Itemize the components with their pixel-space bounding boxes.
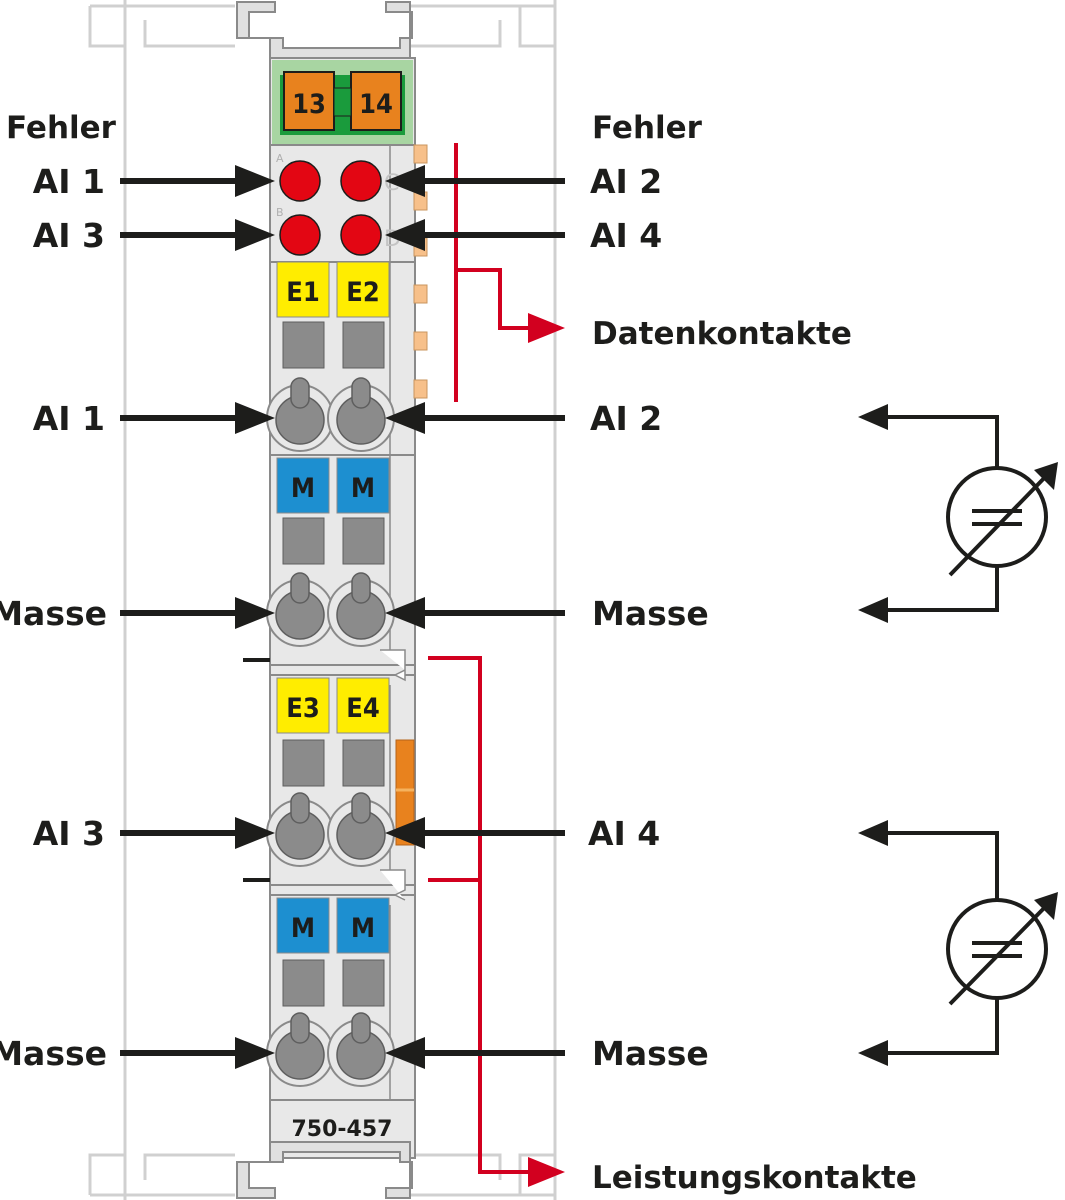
- led-letter-a: A: [276, 152, 284, 165]
- fuse-e4: [336, 677, 390, 734]
- terminal-13: [283, 71, 335, 131]
- fuse-e2: [336, 261, 390, 318]
- power-contact: [395, 739, 415, 846]
- ground-m1: [276, 457, 330, 514]
- label-fehler-right: Fehler: [592, 110, 703, 146]
- ground-m3: [276, 897, 330, 954]
- label-masse-left-2: Masse: [0, 1034, 107, 1073]
- label-masse-left-1: Masse: [0, 594, 107, 633]
- model-number: 750-457: [292, 1117, 393, 1142]
- led-ai3: [279, 214, 321, 256]
- fuse-e2-label: E2: [346, 277, 380, 308]
- label-led-ai1: AI 1: [33, 162, 105, 201]
- label-conn-ai1: AI 1: [33, 399, 105, 438]
- terminal-14: [350, 71, 402, 131]
- left-arrows: [120, 165, 275, 1069]
- datenkontakte-arrowhead: [528, 313, 565, 343]
- fuse-e1: [276, 261, 330, 318]
- data-contacts: [413, 144, 428, 399]
- led-panel: A B C D: [276, 152, 401, 256]
- sensor-symbol-2-arrowheads: [858, 820, 1058, 1066]
- label-leistungskontakte: Leistungskontakte: [592, 1160, 917, 1196]
- label-masse-right-2: Masse: [592, 1034, 709, 1073]
- right-arrows: [385, 165, 565, 1069]
- terminal-header: 13 14: [272, 60, 413, 144]
- datenkontakte-bracket: [454, 143, 530, 402]
- label-masse-right-1: Masse: [592, 594, 709, 633]
- terminal-13-label: 13: [292, 89, 326, 120]
- fuse-e3: [276, 677, 330, 734]
- ground-m4-label: M: [351, 913, 375, 944]
- label-conn-ai2: AI 2: [590, 399, 662, 438]
- sensor-symbol-1: [880, 415, 1054, 612]
- block-lower: E3 E4: [266, 677, 395, 867]
- block-ground-1: M M: [266, 457, 395, 647]
- leistungskontakte-bracket: [428, 656, 530, 1174]
- label-datenkontakte: Datenkontakte: [592, 316, 852, 352]
- ground-m3-label: M: [291, 913, 315, 944]
- label-led-ai2: AI 2: [590, 162, 662, 201]
- led-ai4: [340, 214, 382, 256]
- label-fehler-left: Fehler: [6, 110, 117, 146]
- ground-m2-label: M: [351, 473, 375, 504]
- terminal-14-label: 14: [359, 89, 393, 120]
- label-conn-ai4: AI 4: [588, 814, 660, 853]
- sensor-symbol-1-arrowheads: [858, 404, 1058, 623]
- label-conn-ai3: AI 3: [33, 814, 105, 853]
- ground-m2: [336, 457, 390, 514]
- ground-m4: [336, 897, 390, 954]
- led-ai1: [279, 160, 321, 202]
- din-rail: [88, 0, 557, 1200]
- label-led-ai4: AI 4: [590, 216, 662, 255]
- block-upper: E1 E2: [266, 261, 395, 452]
- sensor-symbol-2: [880, 831, 1054, 1055]
- leistungskontakte-arrowhead: [528, 1157, 565, 1187]
- led-ai2: [340, 160, 382, 202]
- fuse-e3-label: E3: [286, 693, 320, 724]
- led-letter-b: B: [276, 206, 284, 219]
- fuse-e1-label: E1: [286, 277, 320, 308]
- fuse-e4-label: E4: [346, 693, 380, 724]
- block-ground-2: M M: [266, 897, 395, 1087]
- label-led-ai3: AI 3: [33, 216, 105, 255]
- ground-m1-label: M: [291, 473, 315, 504]
